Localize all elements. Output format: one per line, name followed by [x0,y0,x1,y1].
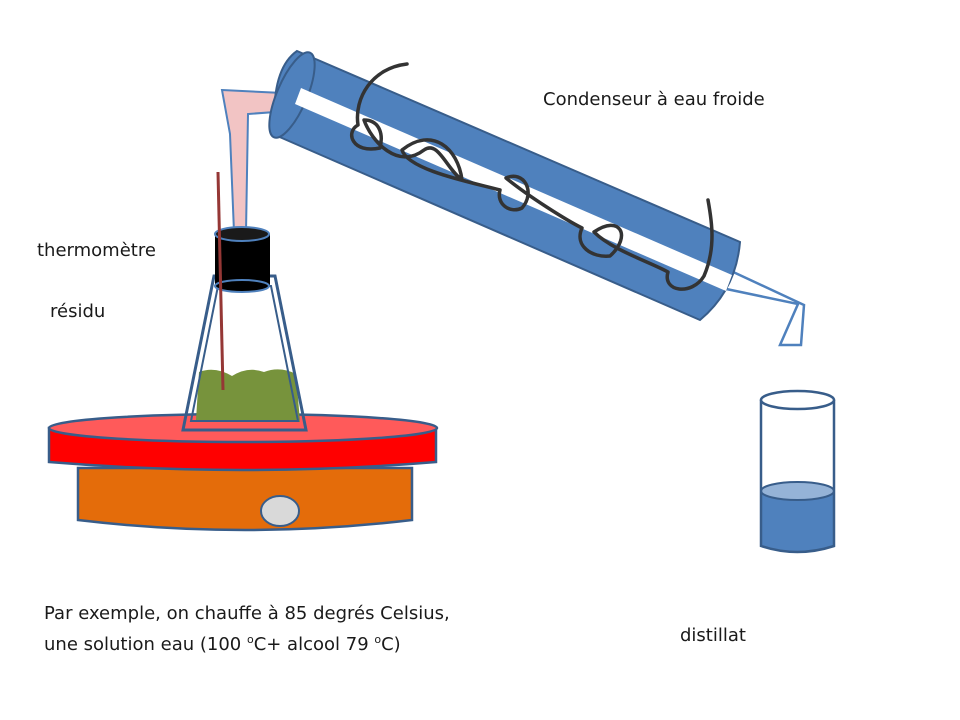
distillate-surface [760,481,835,501]
thermometer-label: thermomètre [37,240,156,261]
note-text-a: une solution eau (100 [44,634,247,655]
note-text-b: C+ alcool 79 [253,634,375,655]
example-note: Par exemple, on chauffe à 85 degrés Cels… [44,601,450,658]
note-text-c: C) [381,634,401,655]
degree-symbol-1: o [246,633,254,646]
residue-label: résidu [50,301,106,322]
example-note-line-2: une solution eau (100 oC+ alcool 79 oC) [44,627,450,658]
thermometer [216,171,225,391]
erlenmeyer-flask [181,274,308,432]
degree-symbol-2: o [374,633,382,646]
condenser-label: Condenseur à eau froide [543,89,765,110]
beaker-rim [759,389,836,411]
hot-plate-knob [260,495,300,527]
cooling-coil [349,62,714,291]
hot-plate-base [76,466,414,532]
hot-plate [47,412,439,532]
stopper [214,226,270,293]
condenser-outlet-tube [711,262,806,347]
beaker [759,389,836,554]
condenser-inner-tube [295,88,732,291]
beaker-outline [759,400,836,554]
example-note-line-1: Par exemple, on chauffe à 85 degrés Cels… [44,603,450,624]
condenser [268,49,806,347]
distillate-label: distillat [680,625,746,646]
distillate [761,491,834,552]
residue [196,369,300,422]
